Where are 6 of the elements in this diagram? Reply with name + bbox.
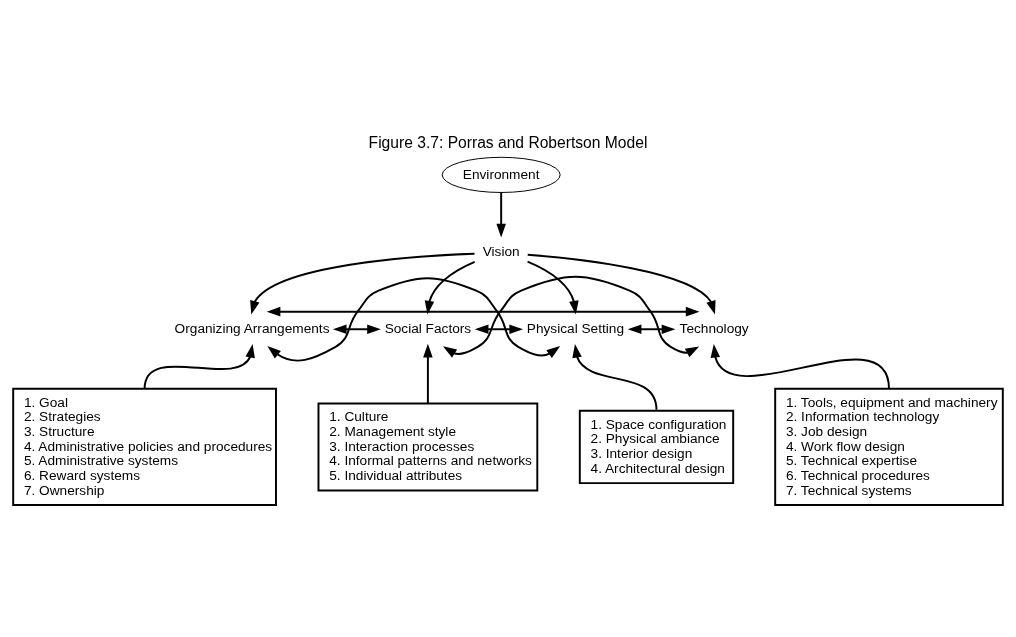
node-text: Technology: [679, 320, 749, 336]
node-text: Social Factors: [384, 320, 472, 336]
node-text: Physical Setting: [526, 320, 624, 336]
diagram-title: Figure 3.7: Porras and Robertson Model: [368, 134, 648, 152]
node-text: Organizing Arrangements: [174, 320, 330, 336]
node-text: Vision: [482, 243, 520, 259]
